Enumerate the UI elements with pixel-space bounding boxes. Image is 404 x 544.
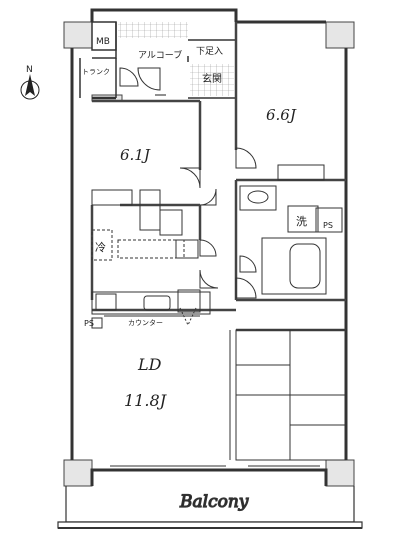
room-labels: MB アルコーブ 下足入 トランク 玄関 6.6J 6.1J 冷 洗 PS PS… xyxy=(82,37,333,410)
washer-label: 洗 xyxy=(296,215,307,228)
ld-label: LD xyxy=(137,355,162,374)
trunk-label: トランク xyxy=(82,68,110,76)
entry-area xyxy=(79,21,237,100)
shoe-rack-label: 下足入 xyxy=(196,46,223,57)
ld-size: 11.8J xyxy=(124,391,168,410)
bedroom-left-size: 6.1J xyxy=(120,146,151,164)
ps-right-label: PS xyxy=(323,221,333,230)
counter-label: カウンター xyxy=(128,318,163,327)
fridge-label: 冷 xyxy=(95,241,106,254)
balcony: Balcony xyxy=(57,486,363,529)
balcony-label: Balcony xyxy=(179,492,249,512)
mb-label: MB xyxy=(96,37,110,47)
bedroom-right-size: 6.6J xyxy=(266,106,297,124)
entrance-label: 玄関 xyxy=(202,72,222,85)
north-label: N xyxy=(26,65,33,75)
north-compass: N xyxy=(20,65,40,100)
ps-left-label: PS xyxy=(84,319,94,328)
alcove-label: アルコーブ xyxy=(138,49,182,61)
fixtures xyxy=(91,147,347,471)
